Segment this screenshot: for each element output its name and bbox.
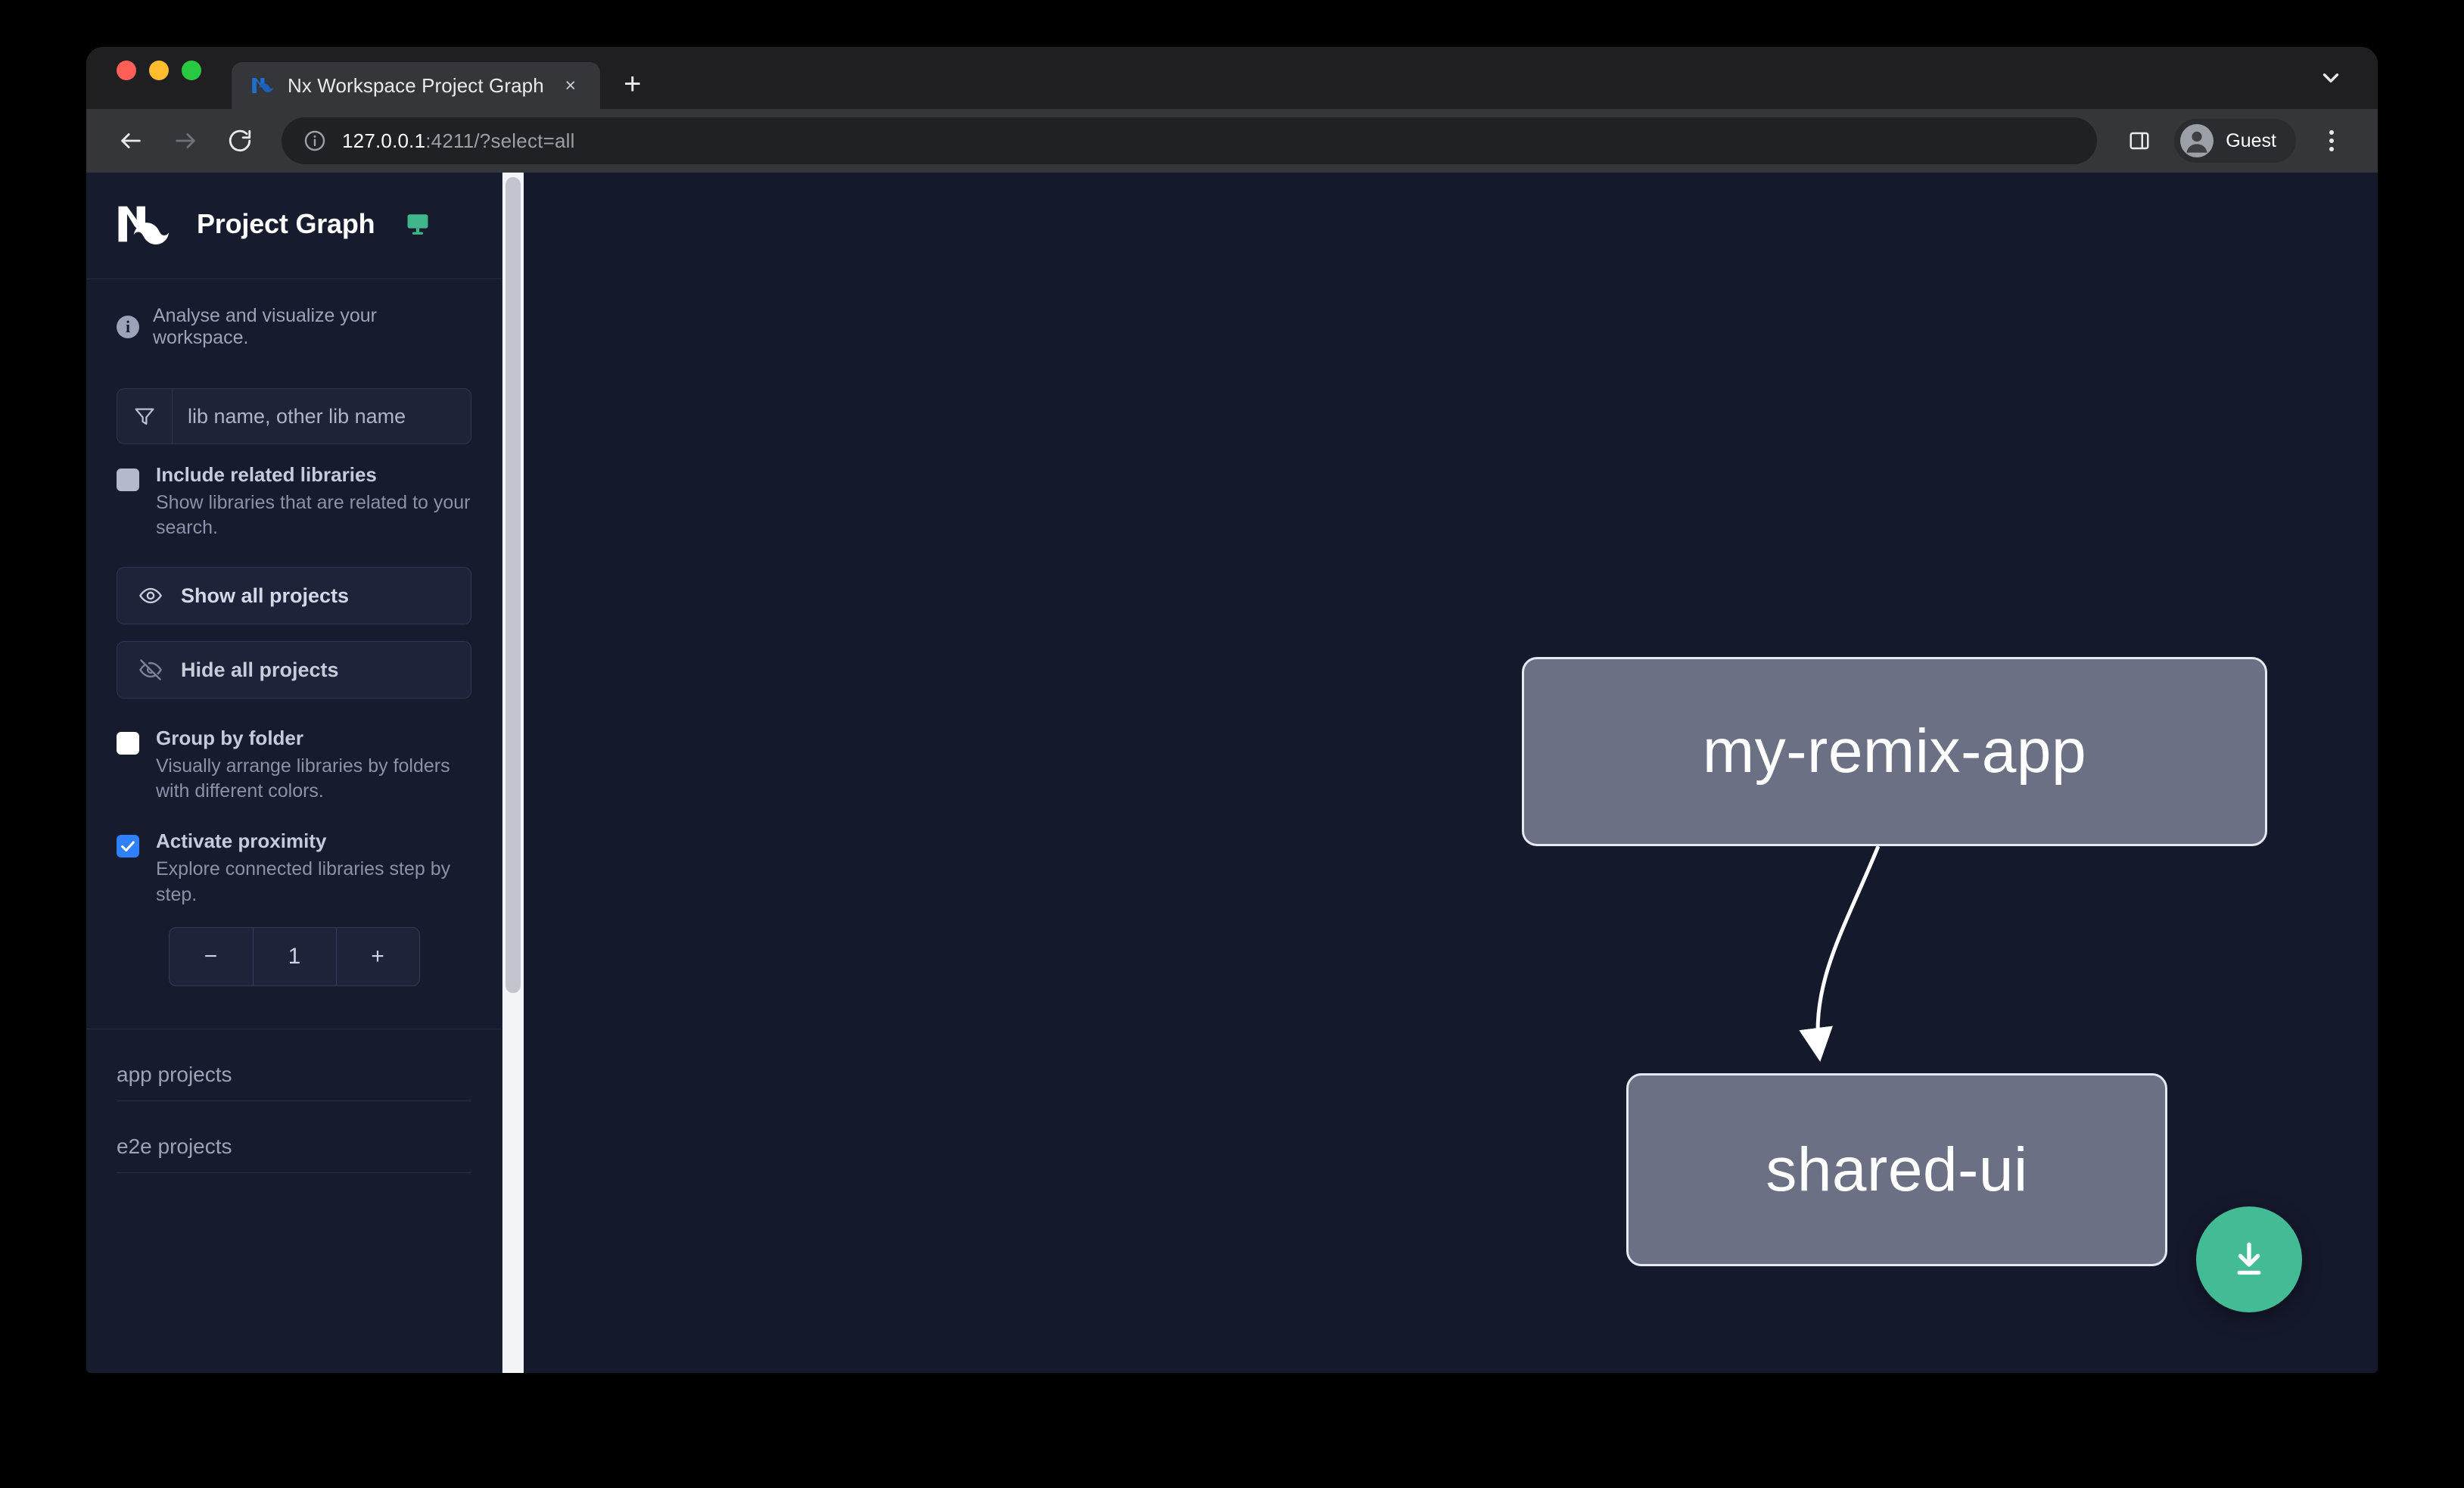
proximity-stepper: − 1 + [168, 927, 420, 987]
filter-section [86, 372, 502, 444]
address-bar-url: 127.0.0.1:4211/?select=all [342, 129, 575, 153]
profile-chip[interactable]: Guest [2174, 119, 2296, 163]
chevron-down-icon[interactable] [2311, 58, 2350, 98]
checkbox-include-related-libraries[interactable] [117, 469, 139, 491]
button-label: Hide all projects [181, 658, 339, 681]
search-input[interactable] [173, 404, 471, 428]
project-graph-canvas[interactable]: my-remix-app shared-ui [524, 173, 2378, 1373]
browser-toolbar: 127.0.0.1:4211/?select=all Guest [86, 109, 2378, 173]
eye-icon [138, 584, 163, 608]
option-group-by-folder[interactable]: Group by folder Visually arrange librari… [86, 699, 502, 805]
window-traffic-lights [117, 47, 201, 109]
nx-favicon-icon [251, 74, 274, 97]
project-group-list: app projects e2e projects [86, 1029, 502, 1174]
proximity-value: 1 [252, 928, 336, 986]
option-activate-proximity[interactable]: Activate proximity Explore connected lib… [86, 805, 502, 907]
close-tab-button[interactable]: × [565, 74, 577, 96]
proximity-decrement-button[interactable]: − [204, 944, 218, 970]
sidebar-item-e2e-projects[interactable]: e2e projects [117, 1101, 471, 1174]
browser-window: Nx Workspace Project Graph × + [86, 47, 2378, 1373]
minimize-window-button[interactable] [149, 61, 169, 80]
button-label: Show all projects [181, 584, 350, 607]
avatar [2180, 124, 2214, 157]
new-tab-button[interactable]: + [624, 67, 642, 101]
option-label: Group by folder [156, 727, 303, 750]
node-label: my-remix-app [1702, 717, 2087, 786]
info-icon: i [117, 316, 139, 338]
tab-strip: Nx Workspace Project Graph × + [86, 47, 2378, 109]
option-description: Explore connected libraries step by step… [156, 858, 451, 905]
sidebar-brand: Project Graph [86, 173, 502, 279]
checkbox-group-by-folder[interactable] [117, 732, 139, 755]
show-all-projects-button[interactable]: Show all projects [117, 567, 471, 625]
option-label: Include related libraries [156, 463, 377, 486]
page-body: Project Graph i Analyse and visualize yo… [86, 173, 2378, 1373]
site-info-icon[interactable] [303, 129, 327, 153]
edge-my-remix-app-to-shared-ui [1799, 845, 1881, 1062]
nx-logo-icon [117, 203, 174, 245]
eye-slash-icon [138, 658, 163, 682]
option-include-related-libraries[interactable]: Include related libraries Show libraries… [86, 444, 502, 541]
tab-title: Nx Workspace Project Graph [288, 73, 544, 97]
node-label: shared-ui [1766, 1135, 2028, 1204]
project-visibility-buttons: Show all projects Hide all projects [86, 541, 502, 699]
reload-button[interactable] [216, 117, 263, 164]
forward-button[interactable] [162, 117, 209, 164]
option-description: Show libraries that are related to your … [156, 491, 471, 539]
url-host: 127.0.0.1 [342, 129, 426, 152]
graph-node-my-remix-app[interactable]: my-remix-app [1522, 657, 2267, 846]
sidebar-item-app-projects[interactable]: app projects [117, 1029, 471, 1102]
tab-strip-right [2311, 47, 2378, 109]
side-panel-icon[interactable] [2118, 120, 2161, 162]
sidebar-tagline: i Analyse and visualize your workspace. [86, 279, 502, 372]
url-path: :4211/?select=all [425, 129, 575, 152]
funnel-icon [117, 389, 173, 444]
proximity-stepper-wrap: − 1 + [86, 907, 502, 987]
graph-node-shared-ui[interactable]: shared-ui [1626, 1073, 2167, 1266]
maximize-window-button[interactable] [182, 61, 201, 80]
hide-all-projects-button[interactable]: Hide all projects [117, 641, 471, 699]
close-window-button[interactable] [117, 61, 136, 80]
sidebar-scrollbar-thumb[interactable] [506, 177, 521, 994]
monitor-icon[interactable] [405, 211, 431, 237]
filter-box[interactable] [117, 388, 471, 444]
download-icon [2237, 1242, 2261, 1275]
tagline-text: Analyse and visualize your workspace. [153, 305, 377, 348]
option-label: Activate proximity [156, 830, 327, 853]
option-description: Visually arrange libraries by folders wi… [156, 755, 450, 802]
page-title: Project Graph [197, 208, 375, 239]
address-bar[interactable]: 127.0.0.1:4211/?select=all [282, 117, 2098, 164]
download-graph-button[interactable] [2196, 1206, 2302, 1312]
back-button[interactable] [107, 117, 154, 164]
proximity-increment-button[interactable]: + [335, 928, 419, 986]
browser-tab[interactable]: Nx Workspace Project Graph × [232, 62, 600, 109]
profile-name: Guest [2226, 129, 2276, 151]
checkbox-activate-proximity[interactable] [117, 835, 139, 858]
sidebar-scrollbar-track[interactable] [502, 173, 524, 1373]
sidebar: Project Graph i Analyse and visualize yo… [86, 173, 502, 1373]
kebab-menu-icon[interactable] [2311, 120, 2352, 161]
